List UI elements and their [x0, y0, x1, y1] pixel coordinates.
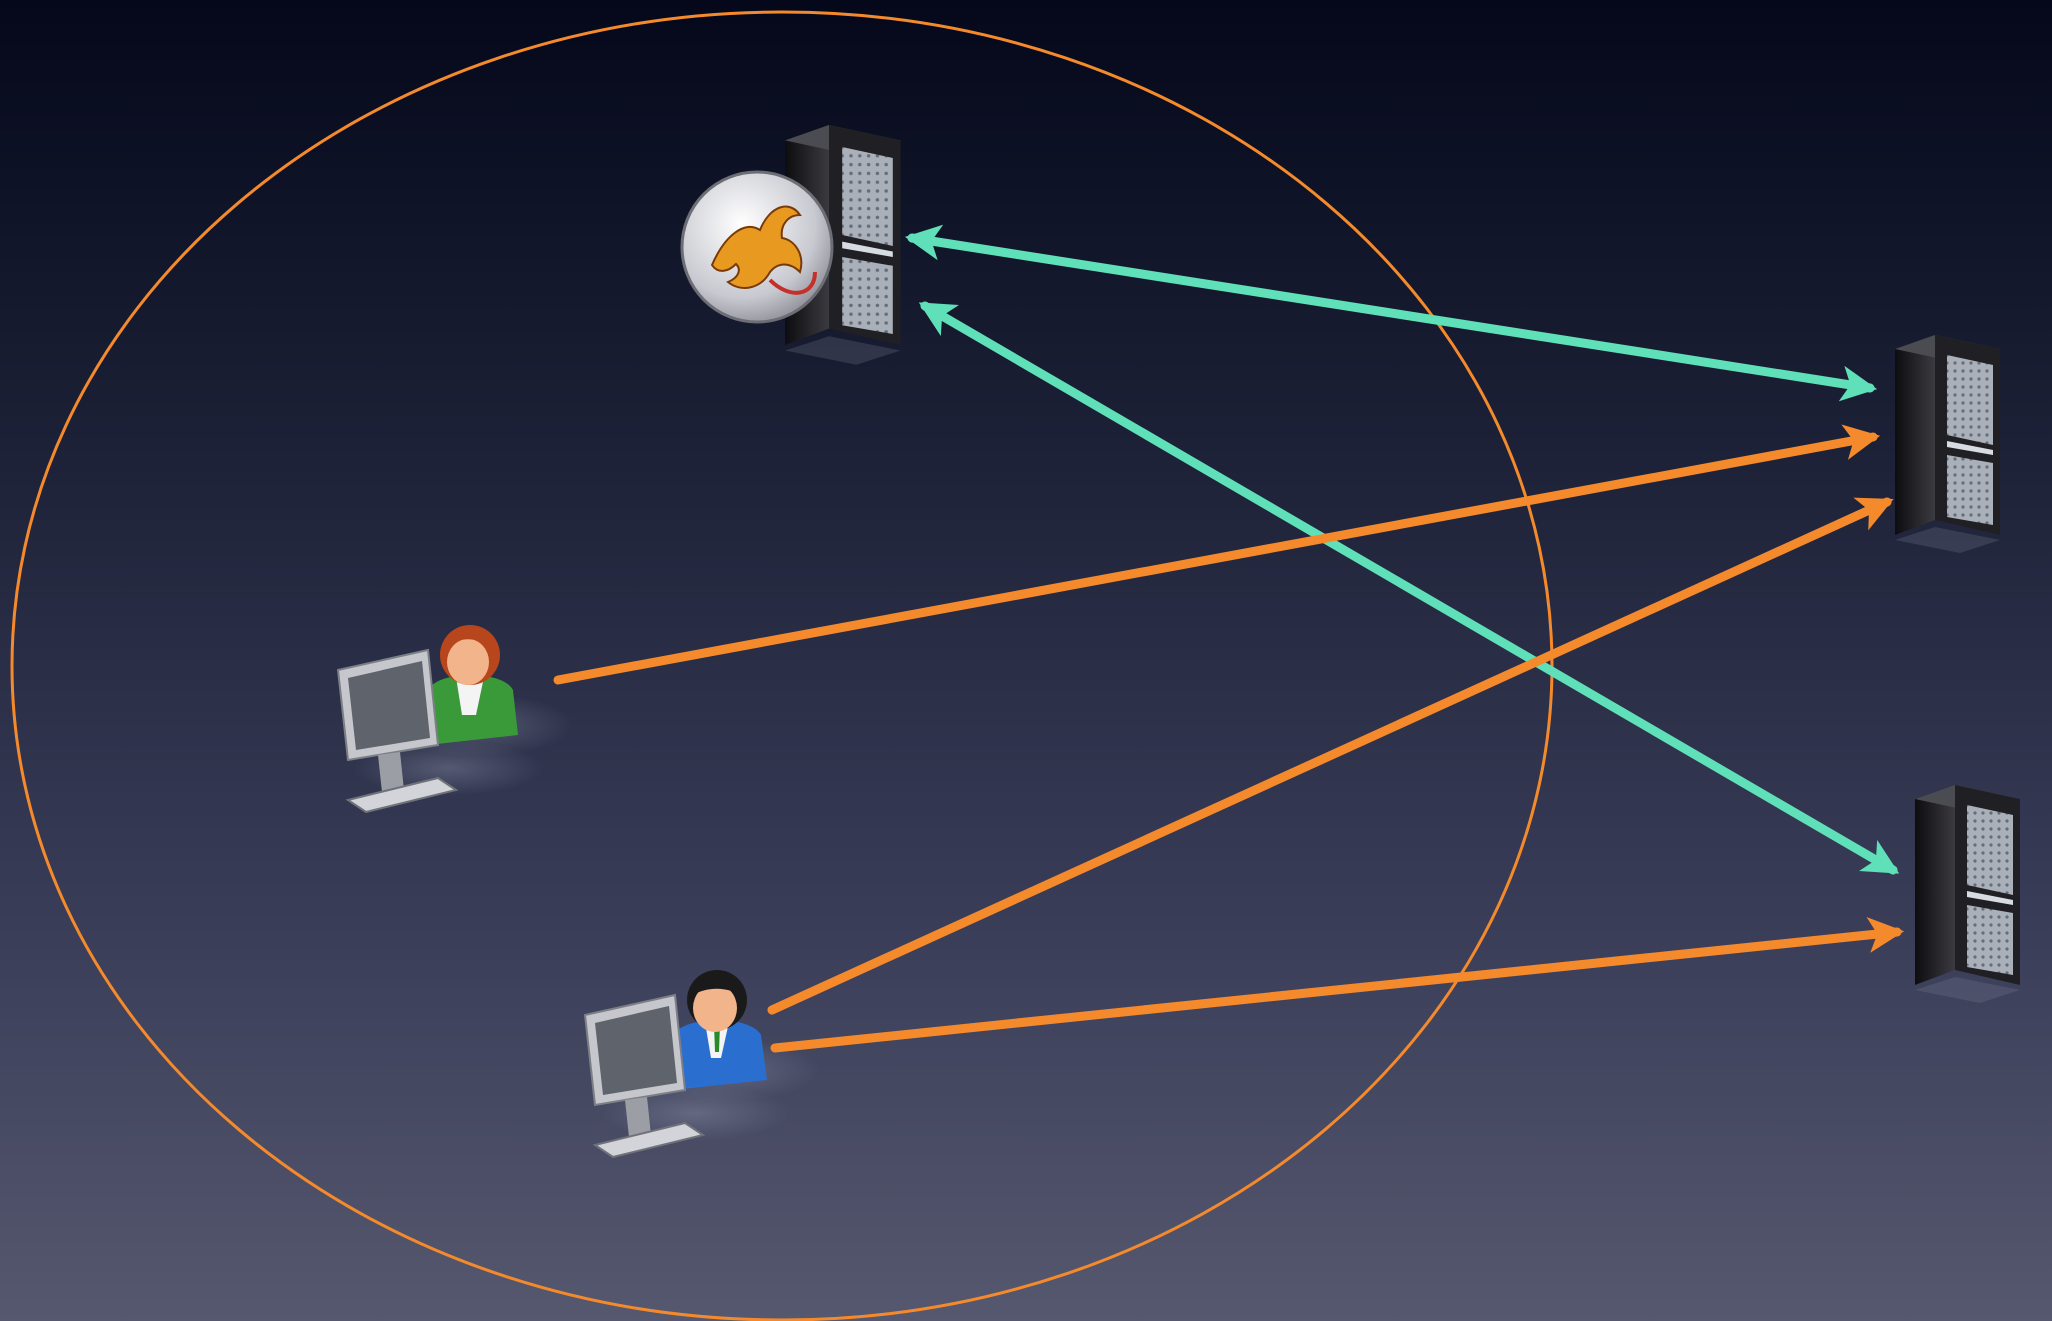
user1-to-sp1-arrow	[553, 424, 1881, 685]
service-provider-server-icon[interactable]	[1895, 335, 2000, 553]
face-shape	[693, 984, 737, 1032]
service-provider-server-icon[interactable]	[1915, 785, 2020, 1003]
user2-to-sp2-arrow	[770, 917, 1905, 1053]
user2-to-sp1-arrow	[767, 497, 1894, 1015]
idp-to-sp1-arrow	[904, 224, 1878, 402]
idp-to-sp2-arrow	[918, 301, 1900, 875]
female-user-workstation-icon[interactable]	[337, 625, 573, 813]
shibboleth-badge-icon	[680, 170, 834, 324]
male-user-workstation-icon[interactable]	[584, 970, 820, 1158]
face-shape	[447, 639, 489, 685]
